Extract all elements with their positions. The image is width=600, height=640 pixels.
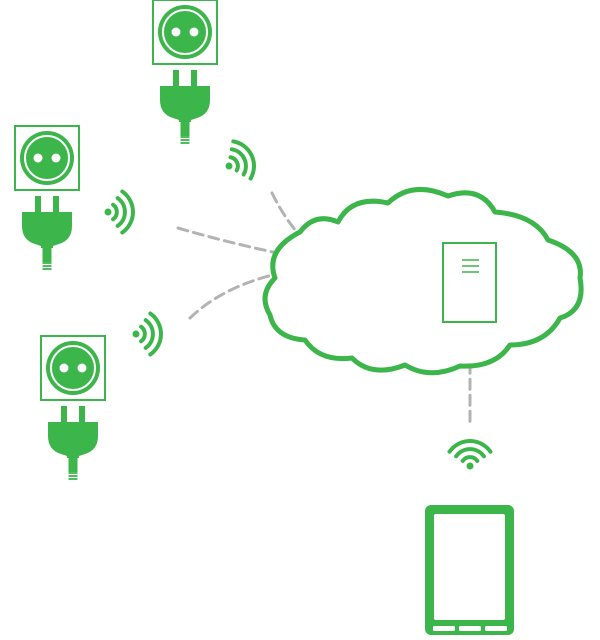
smart-plug-icon (40, 335, 106, 480)
tablet-icon (425, 505, 514, 635)
wifi-signal-icon (215, 134, 263, 189)
wifi-signal-icon (130, 311, 163, 357)
cloud-icon (262, 186, 584, 376)
smart-plug-icon (14, 125, 80, 270)
wifi-signal-icon (447, 439, 493, 472)
server-icon (442, 242, 497, 323)
smart-plug-icon (152, 0, 218, 144)
connection-line-lower-plug (188, 263, 345, 320)
wifi-signal-icon (102, 189, 135, 235)
